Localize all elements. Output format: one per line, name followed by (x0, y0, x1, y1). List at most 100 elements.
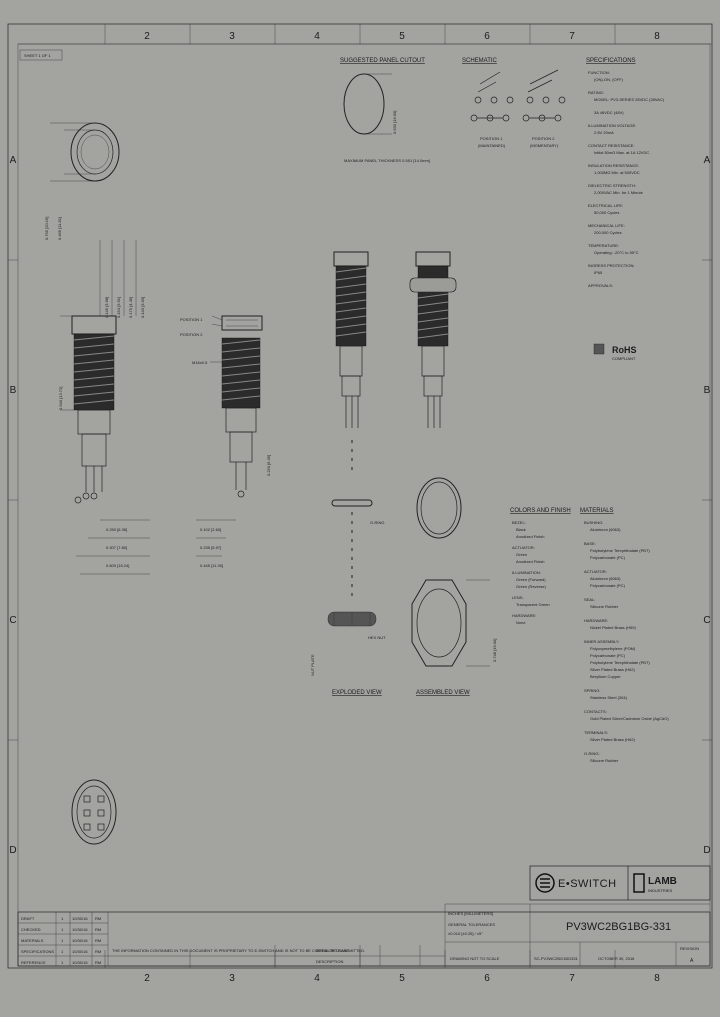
material-label: SEAL: (584, 597, 595, 602)
front-view (50, 122, 120, 182)
terminal-dim-1: 0.145 [3.68] (104, 297, 109, 318)
color-value: Black (516, 527, 526, 532)
schematic-title: SCHEMATIC (462, 58, 498, 64)
material-label: CONTACTS: (584, 709, 607, 714)
spec-value: Operating: -20°C to 55°C (594, 250, 639, 255)
col-label-8: 8 (654, 31, 660, 42)
spec-value: 3A 48VDC (48V) (594, 110, 624, 115)
panel-cutout-dim: 0.630 [16.00] (392, 111, 397, 134)
hexnut-dim: 0.748 [19.00] (492, 639, 497, 662)
rev-row-date: 10/30/16 (72, 949, 88, 954)
material-value: Silicone Rubber (590, 758, 619, 763)
schematic-pos1-label: POSITION 1 (480, 136, 503, 141)
colors-title: COLORS AND FINISH (510, 508, 571, 514)
schematic-pos2-sub: (MOMENTARY) (530, 143, 559, 148)
terminal-dims: 0.145 [3.68] 0.154 [3.91] 0.175 [4.45] 0… (99, 240, 145, 318)
color-value: None (516, 620, 526, 625)
dim-side-c: 0.540 [13.72] (58, 387, 63, 410)
color-label: ACTUATOR: (512, 545, 535, 550)
material-value: Silver Plated Brass (H62) (590, 667, 636, 672)
proprietary-notice: THE INFORMATION CONTAINED IN THIS DOCUME… (112, 948, 365, 953)
exploded-side-text: NUT PLATE (310, 654, 315, 676)
drawing-number: SC-PV3WC2BG1BG331 (534, 956, 579, 961)
schematic-pos2 (522, 69, 566, 122)
column-ruler: 2 3 4 5 6 7 8 2 3 4 5 6 7 8 (18, 24, 712, 984)
schematic-pos1 (470, 71, 514, 122)
material-value: Polybutylene Terephthalate (PBT) (590, 548, 650, 553)
rev-row-label: DRAFT (21, 916, 35, 921)
side-bottom-dim-3: 0.445 [11.30] (200, 563, 223, 568)
terminal-dim-4: 0.143 [3.63] (140, 297, 145, 318)
material-label: TERMINALS: (584, 730, 608, 735)
rev-row-by: RM (95, 916, 101, 921)
spec-value: 50,000 Cycles (594, 210, 619, 215)
row-ruler: A B C D A B C D (8, 155, 712, 856)
description-label: DESCRIPTION (316, 959, 343, 964)
rev-row-date: 10/30/16 (72, 938, 88, 943)
tolerance-label: GENERAL TOLERANCES (448, 922, 495, 927)
row-label-a-right: A (704, 155, 711, 166)
col-label-7-bottom: 7 (569, 973, 575, 984)
lamb-brand-sub: INDUSTRIES (648, 888, 673, 893)
rev-row-by: RM (95, 960, 101, 965)
rev-row-number: 1 (61, 927, 64, 932)
rev-row-label: MATERIALS (21, 938, 44, 943)
col-label-6-bottom: 6 (484, 973, 490, 984)
eswitch-logo[interactable]: E•SWITCH (535, 873, 617, 893)
rev-row-by: RM (95, 938, 101, 943)
exploded-view-label: EXPLODED VIEW (332, 690, 382, 696)
spec-label: INSULATION RESISTANCE: (588, 163, 639, 168)
rev-row-date: 10/30/16 (72, 960, 88, 965)
drawing-scale-note: DRAWING NOT TO SCALE (450, 956, 500, 961)
col-label-4: 4 (314, 31, 320, 42)
spec-value: 1,000MΩ Min. at 500VDC (594, 170, 640, 175)
terminal-dim-2: 0.154 [3.91] (116, 297, 121, 318)
col-label-8-bottom: 8 (654, 973, 660, 984)
color-value: Anodized Finish (516, 534, 544, 539)
row-label-c-right: C (703, 615, 710, 626)
hexnut-label: HEX NUT (368, 635, 386, 640)
material-label: HARDWARE: (584, 618, 608, 623)
spec-label: ELECTRICAL LIFE: (588, 203, 623, 208)
rev-row-number: 1 (61, 949, 64, 954)
specifications-title: SPECIFICATIONS (586, 58, 636, 64)
col-label-5: 5 (399, 31, 405, 42)
eswitch-brand-text: E•SWITCH (558, 878, 617, 890)
sheet-label-box (19, 49, 63, 61)
row-label-b: B (10, 385, 17, 396)
side-pos2-label: POSITION 2 (180, 332, 203, 337)
spec-label: APPROVALS: (588, 283, 613, 288)
spec-label: ILLUMINATION VOLTAGE: (588, 123, 636, 128)
tolerance-value: ±0.010 [±0.25] / ±5° (448, 931, 483, 936)
side-bottom-dims: 0.102 [2.60] 0.235 [5.97] 0.445 [11.30] (196, 519, 236, 568)
spec-label: INGRESS PROTECTION: (588, 263, 634, 268)
spec-label: TEMPERATURE: (588, 243, 619, 248)
materials-list: BUSHING:Aluminum (6063)BASE:Polybutylene… (584, 520, 669, 763)
material-value: Stainless Steel (304) (590, 695, 628, 700)
ul-mark-icon (593, 343, 605, 355)
rev-row-label: SPECIFICATIONS (21, 949, 54, 954)
drawing-date: OCTOBER 30, 2016 (598, 956, 635, 961)
rev-row-label: CHECKED (21, 927, 41, 932)
col-label-3-bottom: 3 (229, 973, 235, 984)
terminal-dim-3: 0.175 [4.45] (128, 297, 133, 318)
material-value: Silver Plated Brass (H62) (590, 737, 636, 742)
col-label-7: 7 (569, 31, 575, 42)
color-value: Anodized Finish (516, 559, 544, 564)
dim-front-b: 0.465 [11.81] (57, 217, 62, 240)
lamb-logo[interactable]: LAMB INDUSTRIES (633, 873, 677, 893)
rev-row-by: RM (95, 949, 101, 954)
dim-front-a: 0.795 [20.19] (44, 217, 49, 240)
spec-value: (ON)-ON, (OFF) (594, 77, 624, 82)
material-value: Nickel Plated Brass (H59) (590, 625, 636, 630)
material-value: Aluminum (6063) (590, 576, 621, 581)
spec-value: 2.8V 20mA (594, 130, 614, 135)
side-thread-label: M16x0.5 (192, 360, 208, 365)
material-label: SPRING: (584, 688, 600, 693)
left-bottom-dim-1: 0.250 [6.35] (106, 527, 127, 532)
side-bottom-dim-1: 0.102 [2.60] (200, 527, 221, 532)
row-label-d: D (9, 845, 16, 856)
